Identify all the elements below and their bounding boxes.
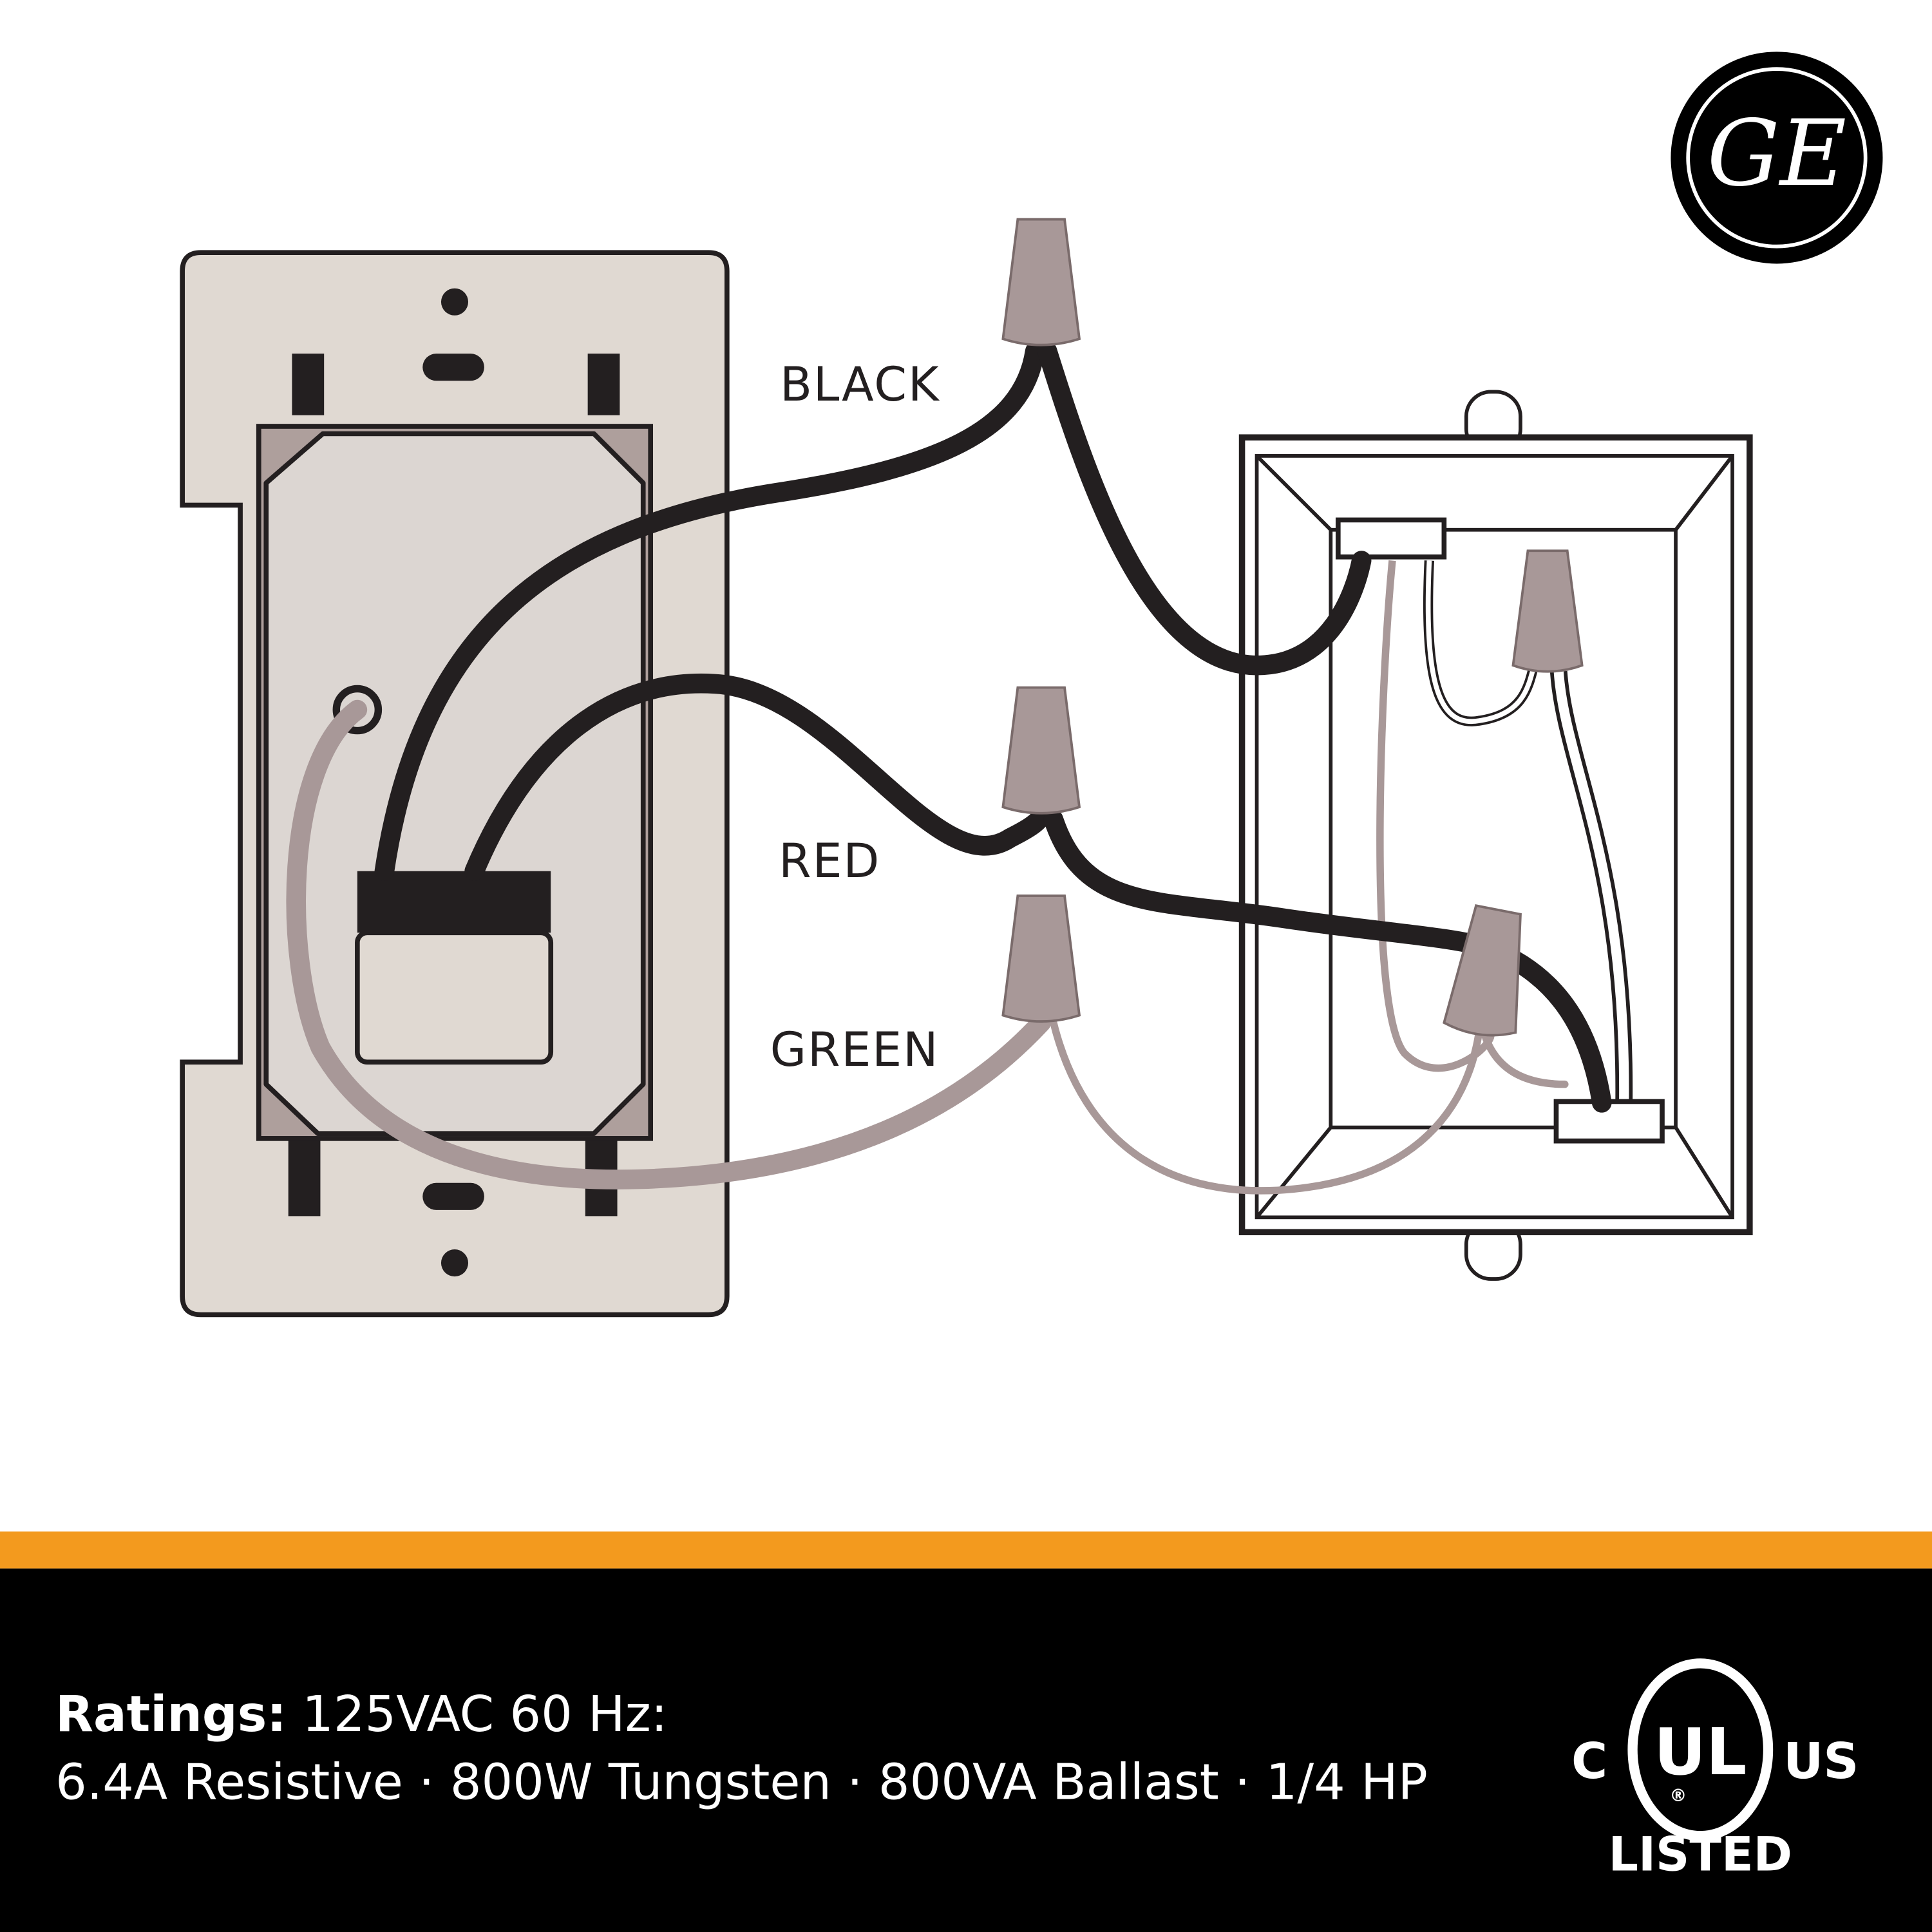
accent-stripe xyxy=(0,1531,1932,1569)
wire-nut-icon xyxy=(1001,686,1081,815)
screw-hole-icon xyxy=(440,1249,469,1277)
ratings-heading: Ratings: xyxy=(55,1686,287,1743)
label-red: RED xyxy=(779,835,880,889)
wire-nut-icon xyxy=(1001,895,1081,1023)
ratings-line1-text: 125VAC 60 Hz: xyxy=(302,1686,667,1743)
ul-listed-mark: C UL ® US LISTED xyxy=(1571,1658,1859,1882)
junction-box xyxy=(1238,390,1753,1281)
screw-hole-icon xyxy=(440,288,469,316)
ul-us: US xyxy=(1783,1733,1859,1790)
ratings-line-1: Ratings: 125VAC 60 Hz: xyxy=(55,1686,667,1743)
wire-nut-icon xyxy=(1001,218,1081,346)
ge-logo: GE xyxy=(1671,52,1883,264)
ge-logo-text: GE xyxy=(1707,101,1846,207)
registered-mark: ® xyxy=(1669,1786,1687,1806)
wires xyxy=(286,341,1612,1195)
ul-listed: LISTED xyxy=(1609,1828,1792,1882)
ratings-line-2: 6.4A Resistive · 800W Tungsten · 800VA B… xyxy=(55,1754,1428,1811)
footer-panel xyxy=(0,1568,1932,1932)
ul-text: UL xyxy=(1654,1716,1747,1790)
label-green: GREEN xyxy=(770,1023,940,1077)
wire-nut-icon xyxy=(1443,904,1522,1037)
label-black: BLACK xyxy=(780,358,940,412)
wire-nut-icon xyxy=(1511,549,1584,673)
ul-c: C xyxy=(1571,1733,1607,1790)
